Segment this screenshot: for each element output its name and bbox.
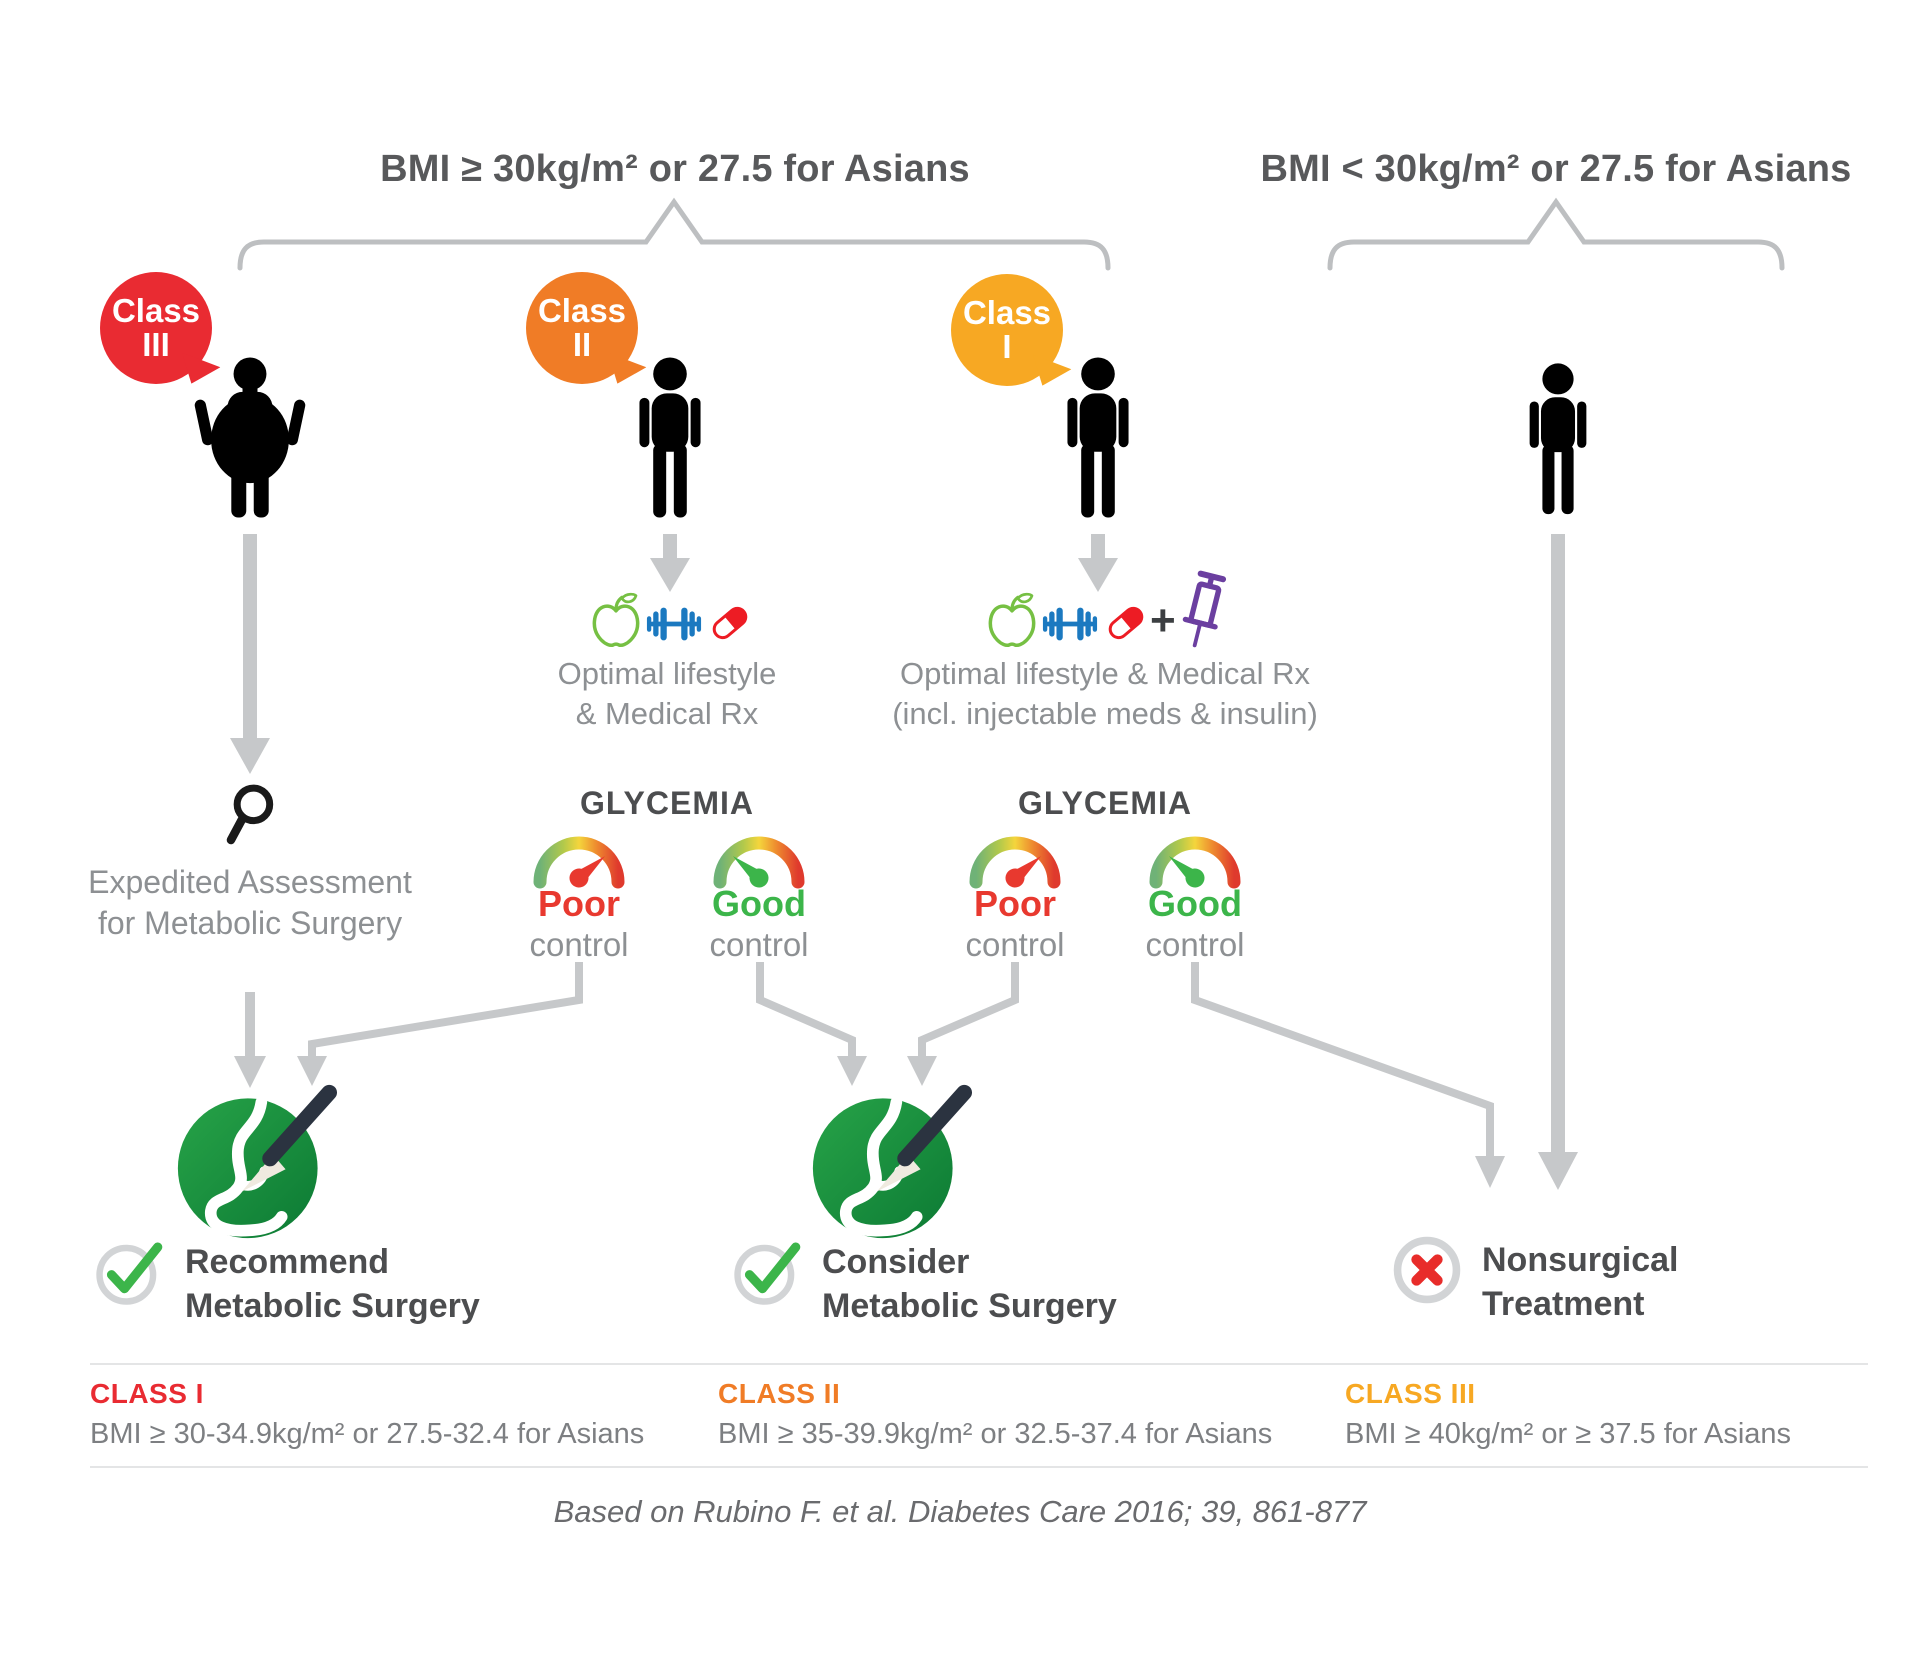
- person-normal-icon: [1056, 356, 1140, 528]
- bmi-header-right: BMI < 30kg/m² or 27.5 for Asians: [1260, 148, 1852, 190]
- arrowhead: [230, 738, 270, 774]
- lifestyle-line: (incl. injectable meds & insulin): [892, 695, 1318, 731]
- legend-desc: BMI ≥ 30-34.9kg/m² or 27.5-32.4 for Asia…: [90, 1418, 645, 1450]
- syringe-icon: [1176, 570, 1230, 654]
- glycemia-title: GLYCEMIA: [580, 785, 754, 821]
- left-brace: [237, 197, 1111, 271]
- outcome-line: Recommend: [185, 1243, 390, 1281]
- arrowhead: [1538, 1152, 1578, 1190]
- legend-desc: BMI ≥ 40kg/m² or ≥ 37.5 for Asians: [1345, 1418, 1792, 1450]
- class-i-badge: Class I: [951, 274, 1063, 386]
- legend-title: CLASS II: [718, 1378, 841, 1409]
- dumbbell-icon: [1041, 606, 1099, 642]
- arrowhead: [234, 1056, 266, 1088]
- person-overweight-icon: [628, 356, 712, 528]
- person-obese-icon: [190, 356, 310, 528]
- arrowhead: [297, 1056, 327, 1086]
- poor-word: Poor: [537, 883, 620, 924]
- person-slim-icon: [1519, 362, 1597, 524]
- check-circle-icon: [731, 1236, 805, 1308]
- legend-title: CLASS III: [1345, 1378, 1476, 1409]
- lifestyle-label-class1: Optimal lifestyle & Medical Rx (incl. in…: [855, 654, 1355, 733]
- nonsurgical-label: Nonsurgical Treatment: [1482, 1238, 1802, 1326]
- lifestyle-line: Optimal lifestyle: [557, 656, 777, 691]
- legend-class-iii: CLASS III BMI ≥ 40kg/m² or ≥ 37.5 for As…: [1345, 1378, 1905, 1451]
- lifestyle-label-class2: Optimal lifestyle & Medical Rx: [467, 654, 867, 733]
- arrowhead: [837, 1056, 867, 1086]
- citation: Based on Rubino F. et al. Diabetes Care …: [553, 1494, 1367, 1529]
- badge-label: Class: [111, 291, 201, 329]
- metabolic-surgery-icon: [168, 1079, 343, 1242]
- badge-label: I: [1002, 328, 1012, 365]
- plus-sign: +: [1150, 596, 1176, 645]
- glycemia-title: GLYCEMIA: [1018, 785, 1192, 821]
- outcome-line: Metabolic Surgery: [822, 1287, 1117, 1326]
- gauge-good-icon: [707, 818, 811, 892]
- legend-divider-top: [90, 1363, 1868, 1365]
- legend-class-i: CLASS I BMI ≥ 30-34.9kg/m² or 27.5-32.4 …: [90, 1378, 690, 1451]
- outcome-line: Nonsurgical: [1482, 1241, 1679, 1279]
- control-word: control: [1145, 926, 1245, 963]
- gauge-poor-icon: [527, 818, 631, 892]
- apple-icon: [589, 590, 643, 650]
- poor-word: Poor: [973, 883, 1056, 924]
- outcome-line: Consider: [822, 1243, 970, 1281]
- legend-title: CLASS I: [90, 1378, 204, 1409]
- good-control-label: Good control: [1110, 886, 1280, 964]
- metabolic-surgery-icon: [803, 1079, 978, 1242]
- consider-label: Consider Metabolic Surgery: [822, 1240, 1182, 1328]
- badge-label: Class: [962, 293, 1052, 331]
- check-circle-icon: [93, 1236, 167, 1308]
- legend-class-ii: CLASS II BMI ≥ 35-39.9kg/m² or 32.5-37.4…: [718, 1378, 1318, 1451]
- control-word: control: [965, 926, 1065, 963]
- control-word: control: [529, 926, 629, 963]
- badge-label: Class: [537, 291, 627, 329]
- badge-label: II: [572, 326, 592, 363]
- legend-divider-bottom: [90, 1466, 1868, 1468]
- poor-control-label: Poor control: [930, 886, 1100, 964]
- pill-icon: [1101, 597, 1151, 649]
- pill-icon: [705, 597, 755, 649]
- good-word: Good: [1148, 883, 1242, 924]
- lifestyle-line: & Medical Rx: [575, 695, 759, 731]
- expedited-assessment-label: Expedited Assessment for Metabolic Surge…: [88, 864, 412, 941]
- class-iii-badge: Class III: [100, 272, 212, 384]
- apple-icon: [985, 590, 1039, 650]
- good-control-label: Good control: [674, 886, 844, 964]
- poor-control-label: Poor control: [494, 886, 664, 964]
- lifestyle-line: Optimal lifestyle & Medical Rx: [899, 656, 1310, 691]
- arrowhead: [1078, 558, 1118, 592]
- badge-label: III: [142, 326, 170, 363]
- outcome-line: Metabolic Surgery: [185, 1287, 480, 1326]
- control-word: control: [709, 926, 809, 963]
- arrowhead: [650, 558, 690, 592]
- right-brace: [1327, 197, 1785, 271]
- gauge-poor-icon: [963, 818, 1067, 892]
- arrowhead: [907, 1056, 937, 1086]
- dumbbell-icon: [645, 606, 703, 642]
- outcome-line: Treatment: [1482, 1285, 1645, 1324]
- arrowhead: [1475, 1156, 1505, 1188]
- magnifier-icon: [217, 780, 279, 852]
- x-circle-icon: [1389, 1232, 1465, 1308]
- legend-desc: BMI ≥ 35-39.9kg/m² or 32.5-37.4 for Asia…: [718, 1418, 1273, 1450]
- recommend-label: Recommend Metabolic Surgery: [185, 1240, 545, 1328]
- class-ii-badge: Class II: [526, 272, 638, 384]
- gauge-good-icon: [1143, 818, 1247, 892]
- good-word: Good: [712, 883, 806, 924]
- bmi-header-left: BMI ≥ 30kg/m² or 27.5 for Asians: [380, 148, 970, 190]
